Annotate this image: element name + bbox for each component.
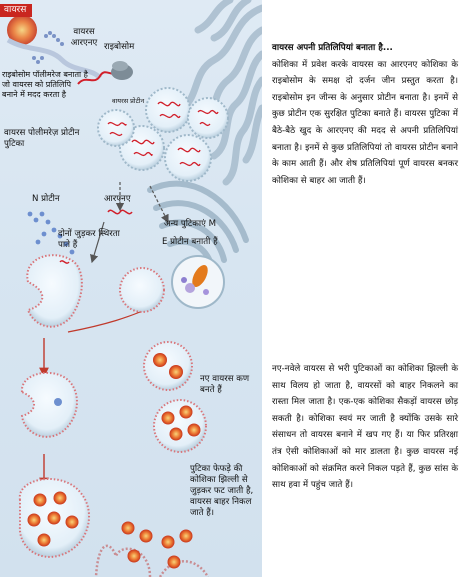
replication-diagram: [6, 0, 262, 577]
vesicle-stage-2: [20, 372, 78, 438]
new-virus-label: नए वायरस कण बनते हैं: [200, 374, 250, 395]
vesicle-with-viruses-bottom: [18, 477, 90, 558]
article-paragraph-2: नए-नवेले वायरस से भरी पुटिकाओं का कोशिका…: [272, 361, 458, 494]
released-viruses: [121, 521, 193, 569]
cell-membrane: [94, 544, 152, 577]
other-vesicles-label: अन्य पुटिकाएं M: [164, 219, 216, 229]
combine-arrow: [90, 221, 105, 264]
e-protein-label: E प्रोटीन बनाती हैं: [162, 237, 218, 247]
article-paragraph-1-title: वायरस अपनी प्रतिलिपियां बनाता है...: [272, 43, 393, 53]
ribosome-icon: [111, 61, 133, 80]
n-protein-dots: [27, 211, 75, 255]
flow-arrow-3: [67, 311, 141, 333]
article-paragraph-2-body: नए-नवेले वायरस से भरी पुटिकाओं का कोशिका…: [272, 364, 458, 491]
vesicle-full-of-viruses: [153, 399, 207, 453]
budding-vesicle-1: [26, 254, 83, 328]
rna-to-golgi-arrow: [149, 185, 169, 224]
polymerase-protein-chain: [32, 31, 64, 64]
virus-rna-label: वायरस आरएनए: [70, 27, 98, 48]
budding-vesicle-2: [119, 267, 165, 313]
virus-banner-label: वायरस: [0, 4, 33, 17]
replication-vesicles: [97, 87, 229, 182]
free-rna: [107, 209, 133, 215]
virus-protein-label: वायरस प्रोटीन: [112, 97, 145, 105]
virus-replication-figure: वायरस वायरस आरएनए राइबोसोम राइबोसोम पॉली…: [0, 0, 262, 577]
n-protein-label: N प्रोटीन: [32, 194, 60, 204]
combine-stabilize-label: दोनों जुड़कर स्थिरता पाते हैं: [58, 229, 120, 250]
rna-label: आरएनए: [104, 194, 131, 204]
article-paragraph-1-body: कोशिका में प्रवेश करके वायरस का आरएनए को…: [272, 59, 458, 186]
new-virus-vesicle: [143, 341, 193, 391]
cell-membrane-right: [158, 560, 210, 577]
ribosome-polymerase-label: राइबोसोम पॉलीमरेज बनाता है जो वायरस को प…: [2, 70, 88, 99]
protein-bubble: [171, 255, 225, 309]
polymerase-vesicle-label: वायरस पोलीमरेज़ प्रोटीन पुटिका: [4, 128, 80, 149]
entering-virus: [6, 15, 102, 80]
article-paragraph-1: वायरस अपनी प्रतिलिपियां बनाता है... कोशि…: [272, 40, 458, 189]
endoplasmic-reticulum: [176, 0, 262, 186]
ribosome-label: राइबोसोम: [104, 42, 135, 52]
vesicle-burst-label: पुटिका फेफड़े की कोशिका झिल्ली से जुड़कर…: [190, 464, 254, 518]
